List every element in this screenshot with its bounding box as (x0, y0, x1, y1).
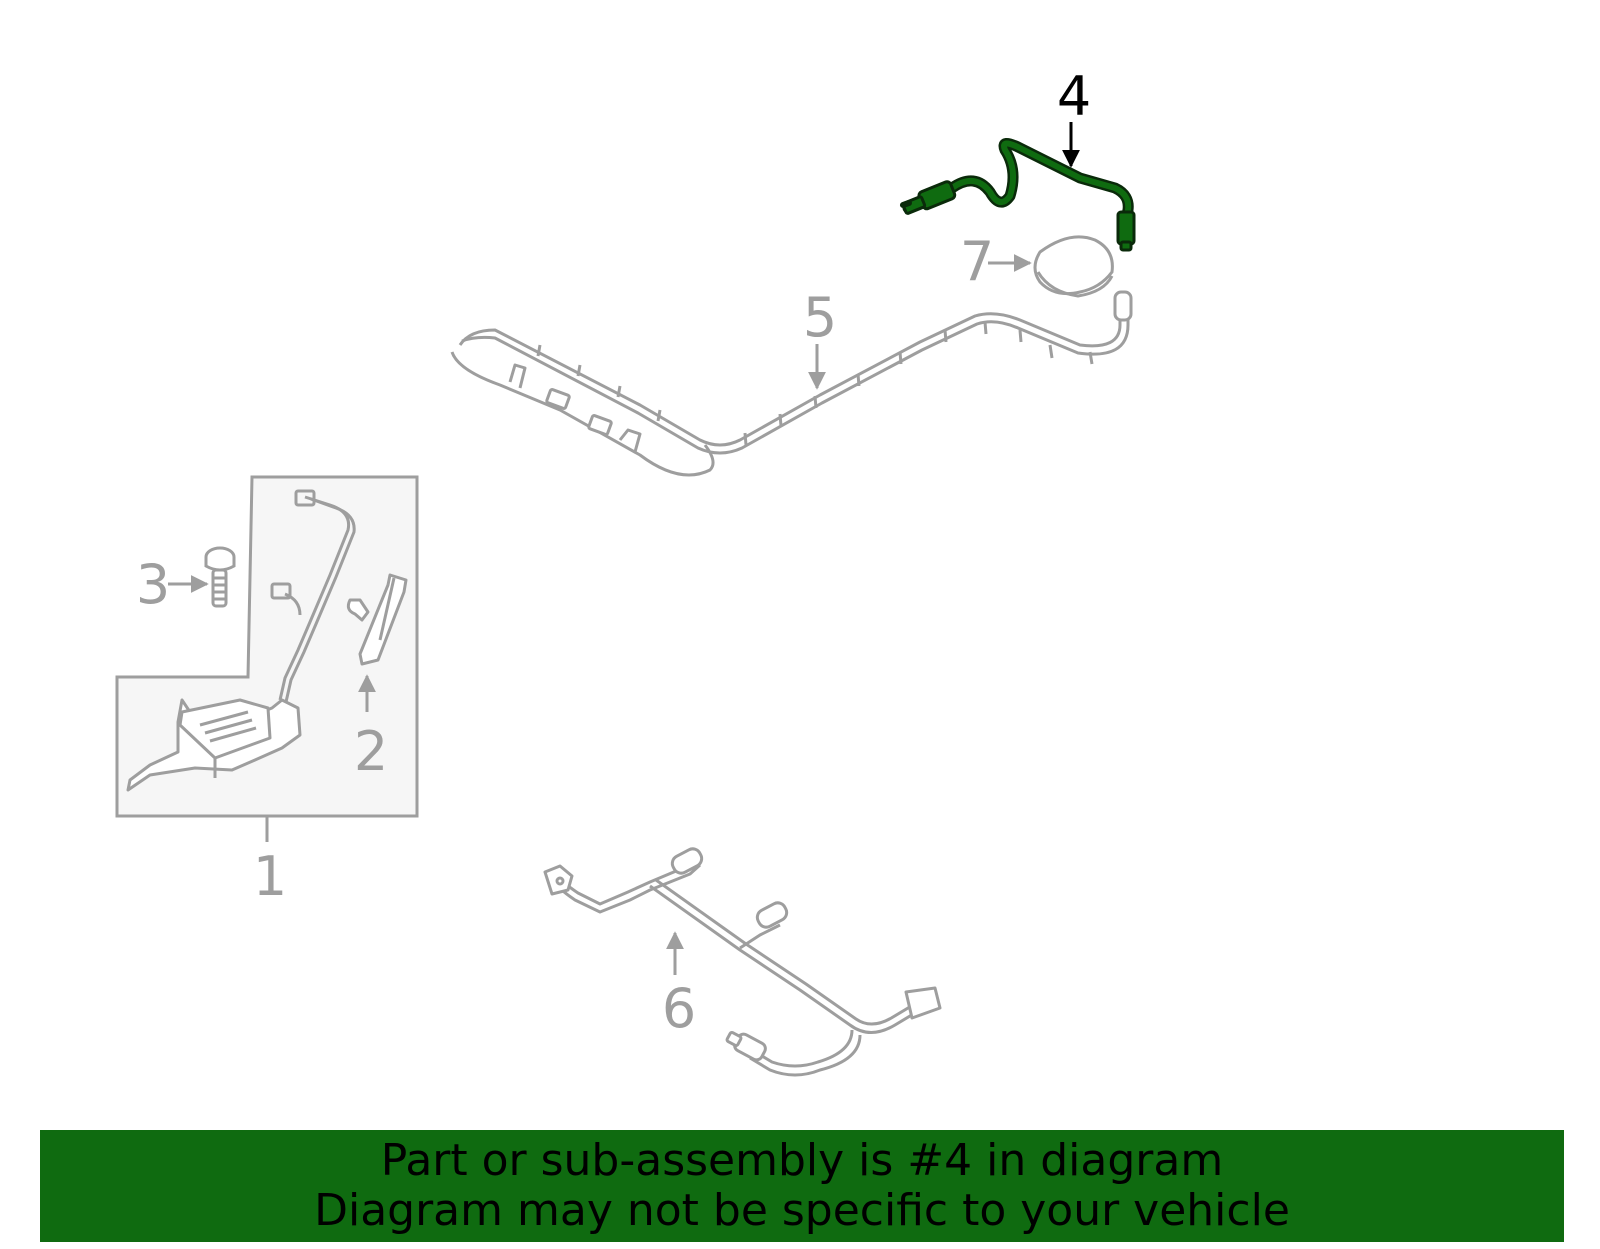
part-1-assembly[interactable] (115, 475, 419, 842)
part-7-pad[interactable] (988, 235, 1114, 298)
part-1-harness (270, 489, 356, 703)
callout-7: 7 (960, 230, 994, 293)
callout-4: 4 (1057, 65, 1091, 128)
part-3-bolt[interactable] (168, 546, 236, 608)
callout-2: 2 (354, 720, 388, 783)
info-banner: Part or sub-assembly is #4 in diagram Di… (40, 1130, 1564, 1242)
part-2-bracket[interactable] (346, 573, 408, 712)
part-1-module (126, 698, 302, 792)
callout-6: 6 (662, 977, 696, 1040)
part-6-harness[interactable] (543, 846, 942, 1077)
callout-5: 5 (803, 286, 837, 349)
part-5-harness[interactable] (450, 290, 1133, 477)
banner-line-2: Diagram may not be specific to your vehi… (314, 1185, 1290, 1236)
banner-line-1: Part or sub-assembly is #4 in diagram (380, 1135, 1224, 1186)
callout-1: 1 (253, 845, 287, 908)
callout-3: 3 (136, 553, 170, 616)
part-4-sensor-harness[interactable] (900, 122, 1136, 252)
